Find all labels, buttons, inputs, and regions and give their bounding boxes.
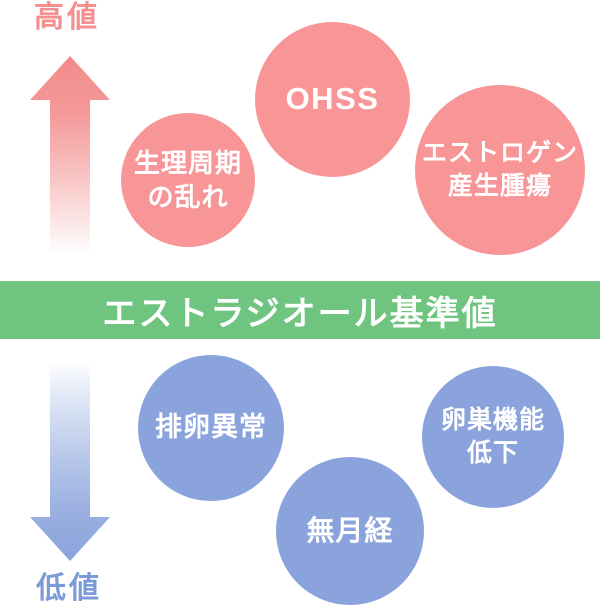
bubble-label-line: 生理周期 bbox=[133, 147, 242, 178]
bubble-estrogen-producing-tumor: エストロゲン 産生腫瘍 bbox=[415, 85, 585, 255]
bubble-label-line: 低下 bbox=[466, 439, 519, 467]
bubble-amenorrhea: 無月経 bbox=[276, 457, 424, 605]
up-arrow-icon bbox=[30, 56, 110, 256]
banner-title: エストラジオール基準値 bbox=[102, 294, 498, 333]
bubble-label-line: 排卵異常 bbox=[155, 412, 267, 443]
bubble-label-line: 卵巣機能 bbox=[440, 406, 545, 434]
reference-value-banner: エストラジオール基準値 bbox=[0, 281, 600, 339]
down-arrow-icon bbox=[30, 361, 110, 561]
bubble-label-line: 産生腫瘍 bbox=[447, 172, 552, 200]
bubble-ovarian-hypofunction: 卵巣機能 低下 bbox=[422, 366, 564, 508]
bubble-ovulation-disorder: 排卵異常 bbox=[138, 355, 284, 501]
bubble-label-line: OHSS bbox=[285, 81, 380, 117]
bubble-label-line: 無月経 bbox=[306, 514, 394, 546]
bubble-label-line: エストロゲン bbox=[421, 139, 578, 167]
bubble-menstrual-cycle-irregularity: 生理周期 の乱れ bbox=[121, 113, 255, 247]
high-value-label: 高値 bbox=[34, 1, 100, 34]
bubble-ohss: OHSS bbox=[255, 22, 410, 177]
bubble-label-line: の乱れ bbox=[147, 182, 229, 212]
low-value-label: 低値 bbox=[36, 572, 102, 605]
